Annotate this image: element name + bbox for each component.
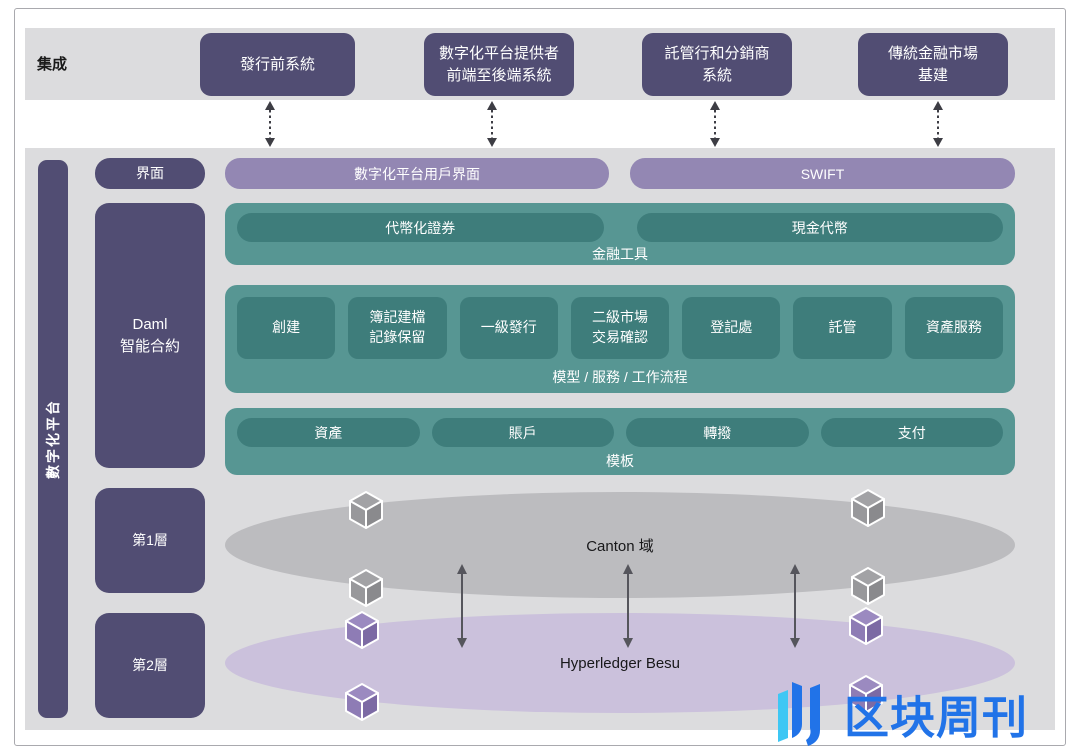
model-secondary-market-box: 二級市場 交易確認	[570, 297, 670, 359]
sync-double-arrow-icon	[457, 564, 467, 648]
financial-instruments-block: 代幣化證券 現金代幣 金融工具	[225, 203, 1015, 265]
outer-frame	[14, 8, 1066, 746]
template-account-pill: 賬戶	[431, 418, 614, 447]
dotted-double-arrow-icon	[487, 101, 497, 147]
layer2-box: 第2層	[95, 613, 205, 718]
tokenized-securities-pill: 代幣化證券	[237, 213, 604, 242]
dotted-double-arrow-icon	[265, 101, 275, 147]
models-services-block: 創建 簿記建檔 記錄保留 一級發行 二級市場 交易確認 登記處 託管 資產服務 …	[225, 285, 1015, 393]
external-system-platform-provider: 數字化平台提供者 前端至後端系統	[424, 33, 574, 96]
templates-block: 資產 賬戶 轉撥 支付 模板	[225, 408, 1015, 475]
templates-label: 模板	[606, 453, 634, 469]
watermark-text: 区块周刊	[844, 691, 1029, 743]
gray-node-cube-icon	[349, 569, 383, 607]
dotted-double-arrow-icon	[933, 101, 943, 147]
financial-instruments-label: 金融工具	[592, 246, 648, 262]
platform-ui-bar: 數字化平台用戶界面	[225, 158, 609, 189]
cash-token-pill: 現金代幣	[636, 213, 1003, 242]
daml-smart-contract-box: Daml 智能合約	[95, 203, 205, 468]
model-create-box: 創建	[237, 297, 336, 359]
integration-label: 集成	[37, 56, 68, 73]
layer1-box: 第1層	[95, 488, 205, 593]
sync-double-arrow-icon	[790, 564, 800, 648]
models-services-label: 模型 / 服務 / 工作流程	[552, 369, 688, 385]
purple-node-cube-icon	[849, 607, 883, 645]
external-system-label: 數字化平台提供者 前端至後端系統	[438, 44, 559, 84]
template-payment-pill: 支付	[820, 418, 1003, 447]
swift-bar: SWIFT	[630, 158, 1015, 189]
gray-node-cube-icon	[851, 567, 885, 605]
platform-side-label: 數字化平台	[45, 399, 61, 479]
model-custody-box: 託管	[793, 297, 892, 359]
gray-node-cube-icon	[349, 491, 383, 529]
purple-node-cube-icon	[849, 675, 883, 713]
external-system-label: 傳統金融市場 基建	[887, 44, 978, 84]
model-registry-box: 登記處	[682, 297, 781, 359]
external-system-label: 發行前系統	[239, 55, 315, 73]
template-asset-pill: 資產	[237, 418, 420, 447]
model-bookbuilding-box: 簿記建檔 記錄保留	[348, 297, 447, 359]
watermark-logo: 区块周刊	[772, 674, 1068, 752]
watermark-logo-icon	[778, 682, 820, 746]
dotted-double-arrow-icon	[710, 101, 720, 147]
external-system-traditional-fmi: 傳統金融市場 基建	[858, 33, 1008, 96]
external-system-custodian-distributor: 託管行和分銷商 系統	[642, 33, 792, 96]
external-system-pre-issuance: 發行前系統	[200, 33, 355, 96]
template-transfer-pill: 轉撥	[626, 418, 809, 447]
model-asset-services-box: 資產服務	[904, 297, 1003, 359]
gray-node-cube-icon	[851, 489, 885, 527]
purple-node-cube-icon	[345, 683, 379, 721]
purple-node-cube-icon	[345, 611, 379, 649]
interface-row-label: 界面	[95, 158, 205, 189]
sync-double-arrow-icon	[623, 564, 633, 648]
platform-side-strip: 數字化平台	[38, 160, 68, 718]
external-system-label: 託管行和分銷商 系統	[664, 44, 770, 84]
model-primary-issuance-box: 一級發行	[459, 297, 558, 359]
